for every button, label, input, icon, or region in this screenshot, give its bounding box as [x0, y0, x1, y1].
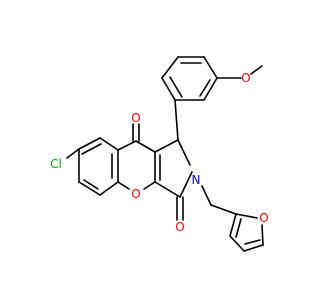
atom-labels: Cl O O O N O O [50, 71, 269, 234]
chlorine-atom-label: Cl [50, 157, 62, 171]
nitrogen-atom-label: N [192, 173, 201, 187]
furan-oxygen-label: O [259, 211, 268, 225]
ketone-oxygen-top-label: O [131, 111, 140, 125]
molecule-structure: Cl O O O N O O [50, 56, 269, 252]
lactam-oxygen-label: O [175, 220, 184, 234]
bond-skeleton [66, 56, 264, 252]
chromene-oxygen-label: O [131, 187, 140, 201]
molecule-canvas: Cl O O O N O O [50, 56, 269, 252]
methoxy-oxygen-label: O [241, 71, 250, 85]
